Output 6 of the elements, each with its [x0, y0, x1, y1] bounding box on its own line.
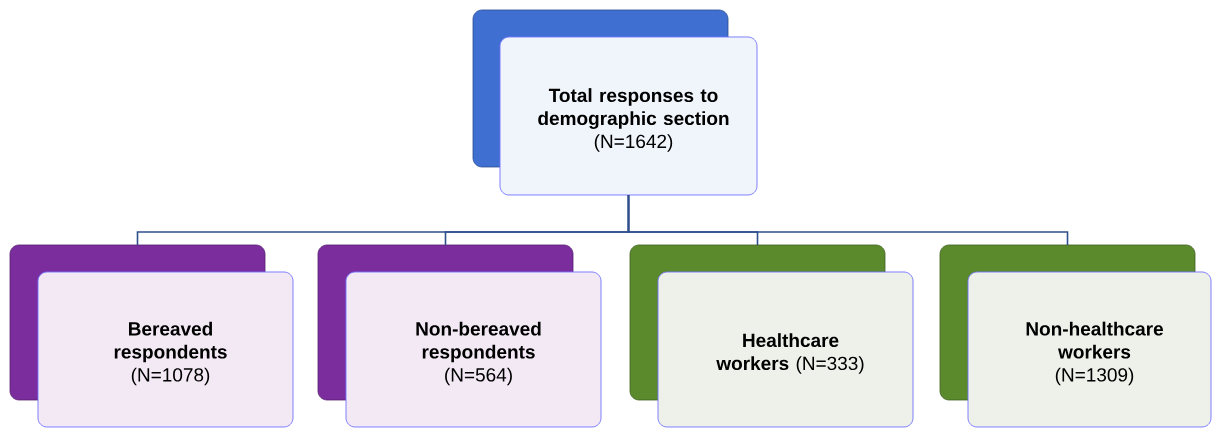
connector-line	[627, 194, 1069, 246]
card-box: Bereaved respondents (N=1078)	[9, 244, 294, 428]
card-box: Non-bereaved respondents (N=564)	[317, 244, 602, 428]
card-box: Healthcare workers (N=333)	[629, 244, 914, 428]
card-box: Total responses to demographic section (N=1642)	[472, 9, 758, 196]
card-box: Non-healthcare workers (N=1309)	[939, 244, 1212, 428]
